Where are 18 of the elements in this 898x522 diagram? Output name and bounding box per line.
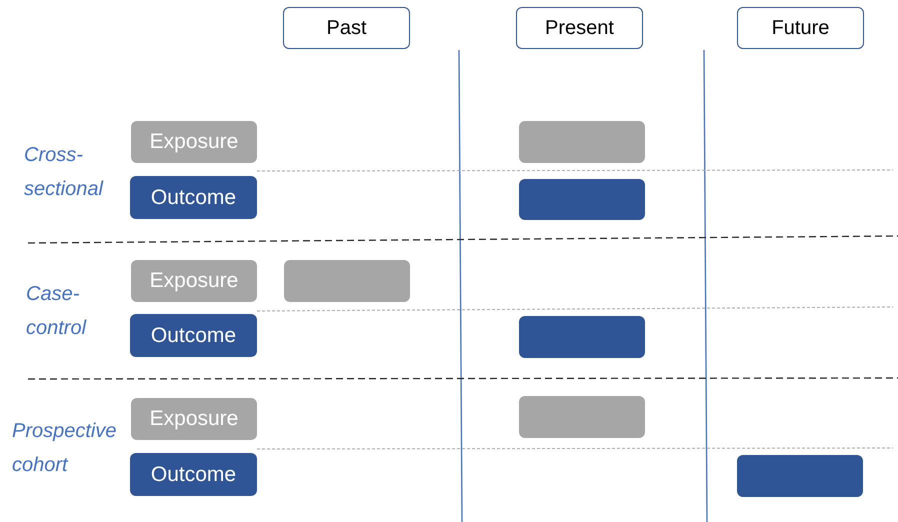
category-tag: Exposure bbox=[131, 398, 257, 440]
period-block bbox=[519, 121, 645, 163]
category-tag: Outcome bbox=[130, 453, 257, 496]
study-design-label: Prospective cohort bbox=[12, 419, 118, 478]
category-tag: Outcome bbox=[130, 176, 257, 219]
period-block bbox=[284, 260, 410, 302]
category-tag: Outcome bbox=[130, 314, 257, 357]
category-tag: Exposure bbox=[131, 121, 257, 163]
period-block bbox=[519, 396, 645, 438]
period-block bbox=[737, 455, 863, 497]
period-header: Future bbox=[737, 7, 864, 49]
period-header: Past bbox=[283, 7, 410, 49]
period-header: Present bbox=[516, 7, 643, 49]
period-block bbox=[519, 179, 645, 220]
period-block bbox=[519, 316, 645, 358]
study-design-label: Case-control bbox=[26, 282, 88, 341]
category-tag: Exposure bbox=[131, 260, 257, 302]
study-design-label: Cross-sectional bbox=[24, 143, 104, 202]
